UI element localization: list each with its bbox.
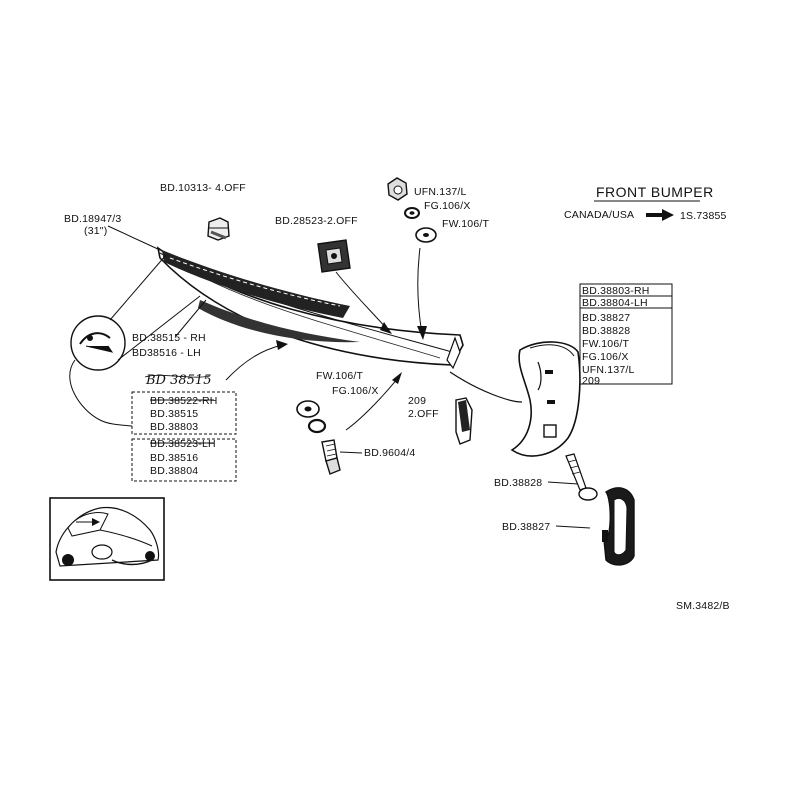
label-clip-off: 2.OFF	[408, 408, 439, 420]
box-right-item: FG.106/X	[582, 351, 629, 363]
label-stop: BD.10313- 4.OFF	[160, 182, 246, 194]
rubber-insert-icon	[602, 487, 635, 566]
box-left-lower-item: BD.38804	[150, 465, 198, 477]
box-left-upper: BD.38522-RH BD.38515 BD.38803	[131, 391, 237, 435]
label-bar-part: BD.18947/3	[64, 213, 121, 225]
box-right-item: 209	[582, 375, 600, 387]
box-left-lower: BD.38523-LH BD.38516 BD.38804	[131, 438, 237, 482]
label-blade-lh: BD38516 - LH	[132, 347, 201, 359]
bolt-icon	[565, 453, 598, 501]
washer-icon	[307, 418, 327, 434]
box-right-item: FW.106/T	[582, 338, 629, 350]
leader-line	[69, 359, 133, 427]
label-bolt-washer2: FG.106/X	[332, 385, 379, 397]
canada-usa-ref: 1S.73855	[680, 210, 727, 222]
over-rider-icon	[510, 341, 581, 457]
box-right-item: BD.38827	[582, 312, 630, 324]
box-left-upper-item: BD.38522-RH	[150, 395, 218, 407]
washer-icon	[404, 207, 420, 219]
canada-usa-label: CANADA/USA	[564, 209, 634, 221]
box-right: BD.38803-RH BD.38804-LH BD.38827 BD.3882…	[579, 283, 673, 387]
label-blade-rh: BD.38515 - RH	[132, 332, 206, 344]
bolt-icon	[321, 439, 341, 475]
box-left-lower-item: BD.38516	[150, 452, 198, 464]
clip-icon	[455, 397, 473, 445]
clip-detail-icon	[79, 332, 114, 353]
bumper-blade-icon	[156, 246, 464, 370]
box-right-item: BD.38828	[582, 325, 630, 337]
label-bolt: BD.9604/4	[364, 447, 415, 459]
label-over-rider: BD.38827	[502, 521, 550, 533]
label-over-bolt: BD.38828	[494, 477, 542, 489]
box-left-upper-item: BD.38803	[150, 421, 198, 433]
box-right-item: BD.38803-RH	[582, 285, 650, 297]
label-pad: BD.28523-2.OFF	[275, 215, 358, 227]
box-right-item: UFN.137/L	[582, 364, 635, 376]
rubber-stop-icon	[207, 217, 230, 241]
box-left-lower-item: BD.38523-LH	[150, 438, 216, 450]
washer-icon	[296, 400, 320, 418]
label-top-washer2: FW.106/T	[442, 218, 489, 230]
washer-icon	[415, 227, 437, 243]
figure-ref: SM.3482/B	[676, 600, 730, 612]
box-right-item: BD.38804-LH	[582, 297, 648, 309]
label-top-washer1: FG.106/X	[424, 200, 471, 212]
box-left-upper-item: BD.38515	[150, 408, 198, 420]
label-bolt-washer1: FW.106/T	[316, 370, 363, 382]
label-bar-length: (31")	[84, 225, 107, 237]
pad-icon	[317, 239, 351, 273]
nut-icon	[387, 177, 408, 201]
car-thumbnail-icon	[49, 497, 165, 581]
label-top-nut: UFN.137/L	[414, 186, 467, 198]
diagram-title: FRONT BUMPER	[596, 184, 714, 200]
arrow-right-icon	[646, 209, 674, 221]
detail-circle	[70, 315, 126, 371]
label-clip-qty: 209	[408, 395, 426, 407]
